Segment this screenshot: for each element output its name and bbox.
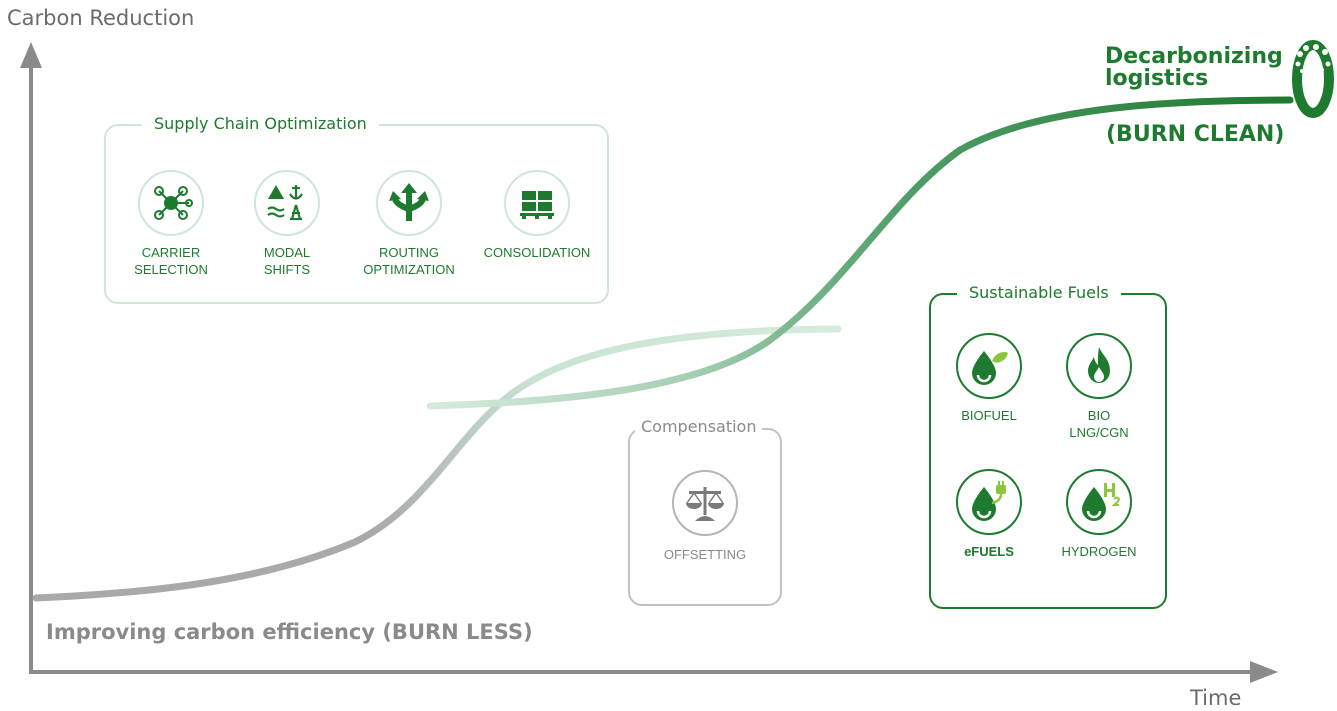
bio-lng-label-2: LNG/CGN	[1069, 425, 1129, 440]
efuel-drop-plug-icon	[956, 469, 1022, 535]
biofuel-drop-leaf-icon	[956, 333, 1022, 399]
zero-emission-icon	[1292, 40, 1334, 118]
transport-modes-icon	[254, 170, 320, 236]
burn-less-caption: Improving carbon efficiency (BURN LESS)	[46, 620, 533, 644]
pallet-boxes-icon	[504, 170, 570, 236]
hydrogen-label-1: HYDROGEN	[1061, 544, 1137, 559]
carrier-label-2: SELECTION	[134, 262, 208, 277]
supply-chain-title: Supply Chain Optimization	[142, 114, 379, 133]
bio-lng-label-1: BIO	[1087, 408, 1111, 423]
biofuel-item: BIOFUEL	[939, 333, 1039, 424]
burn-clean-curve	[426, 96, 1294, 410]
modal-label-2: SHIFTS	[263, 262, 311, 277]
hydrogen-item: HYDROGEN	[1049, 469, 1149, 560]
consolidation-label-1: CONSOLIDATION	[483, 245, 591, 260]
y-axis-arrow	[20, 42, 42, 68]
x-axis-arrow	[1250, 661, 1278, 683]
offsetting-label: OFFSETTING	[663, 547, 747, 562]
y-axis-label: Carbon Reduction	[7, 6, 195, 30]
compensation-title: Compensation	[635, 417, 763, 436]
decarbonizing-line2: logistics	[1105, 66, 1209, 91]
flame-drop-icon	[1066, 333, 1132, 399]
decarbonizing-line1: Decarbonizing	[1105, 44, 1283, 69]
x-axis-label: Time	[1190, 686, 1242, 710]
consolidation-item: CONSOLIDATION	[475, 170, 599, 261]
hydrogen-drop-icon	[1066, 469, 1132, 535]
burn-less-curve	[32, 325, 842, 602]
efuels-label-1: eFUELS	[964, 544, 1014, 559]
sustainable-fuels-title: Sustainable Fuels	[957, 283, 1121, 302]
compensation-group: Compensation OFFSETTING	[628, 417, 782, 606]
burn-clean-caption: (BURN CLEAN)	[1106, 122, 1285, 147]
route-split-icon	[376, 170, 442, 236]
decarbonizing-title: Decarbonizing logistics	[1105, 46, 1283, 90]
modal-label-1: MODAL	[263, 245, 311, 260]
routing-optimization-item: ROUTING OPTIMIZATION	[349, 170, 469, 278]
modal-shifts-item: MODAL SHIFTS	[232, 170, 342, 278]
bio-lng-item: BIO LNG/CGN	[1049, 333, 1149, 441]
balance-scale-icon	[672, 470, 738, 536]
carrier-selection-item: CARRIER SELECTION	[116, 170, 226, 278]
carrier-label-1: CARRIER	[141, 245, 201, 260]
offsetting-item: OFFSETTING	[630, 470, 780, 563]
sustainable-fuels-group: Sustainable Fuels BIOFUEL BIO LNG/CGN	[929, 283, 1167, 609]
biofuel-label-1: BIOFUEL	[961, 408, 1017, 423]
supply-chain-group: Supply Chain Optimization CARRIER SELECT…	[104, 114, 609, 304]
efuels-item: eFUELS	[939, 469, 1039, 560]
routing-label-2: OPTIMIZATION	[363, 262, 455, 277]
routing-label-1: ROUTING	[379, 245, 439, 260]
network-hub-icon	[138, 170, 204, 236]
